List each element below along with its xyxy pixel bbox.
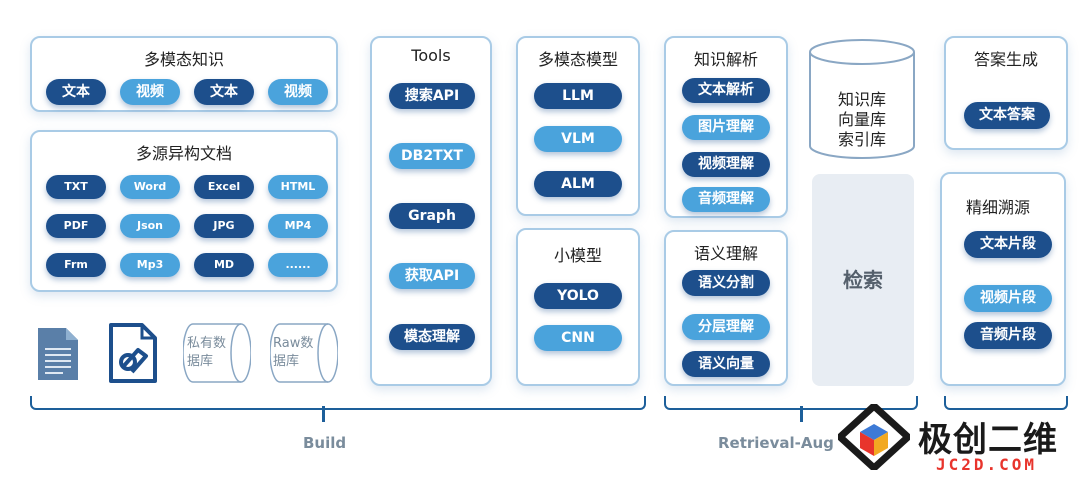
jc2d-logo-icon xyxy=(838,404,910,470)
panel-title: 精细溯源 xyxy=(966,198,1031,217)
modal-understanding-pill: 模态理解 xyxy=(389,324,475,350)
document-icon xyxy=(38,328,78,380)
text-fragment-pill: 文本片段 xyxy=(964,231,1052,258)
build-brace xyxy=(30,396,646,410)
panel-title: 答案生成 xyxy=(973,50,1038,69)
search-api-pill: 搜索API xyxy=(389,83,475,109)
panel-title: 语义理解 xyxy=(693,244,758,263)
retrieval-box: 检索 xyxy=(812,174,914,386)
vlm-pill: VLM xyxy=(534,126,622,152)
cnn-pill: CNN xyxy=(534,325,622,351)
doc-type-pill: MP4 xyxy=(268,214,328,238)
retrieval-brace xyxy=(664,396,918,410)
doc-type-pill: Word xyxy=(120,175,180,199)
doc-type-pill: Frm xyxy=(46,253,106,277)
panel-title: 多模态模型 xyxy=(537,50,618,69)
fetch-api-pill: 获取API xyxy=(389,263,475,289)
vector-store-label: 向量库 xyxy=(837,110,886,129)
semantic-understanding-panel: 语义理解 语义分割 分层理解 语义向量 xyxy=(664,230,788,386)
semantic-vector-pill: 语义向量 xyxy=(682,351,770,377)
panel-title: 多模态知识 xyxy=(143,50,224,69)
retrieval-brace-tip xyxy=(800,406,803,422)
audio-fragment-pill: 音频片段 xyxy=(964,322,1052,349)
raw-database-cylinder: Raw数据库 xyxy=(270,322,338,384)
watermark-url: JC2D.COM xyxy=(936,455,1038,474)
knowledge-base-label: 知识库 xyxy=(837,90,886,109)
raw-database-label: Raw数据库 xyxy=(273,336,314,369)
knowledge-store-cylinder: 知识库 向量库 索引库 xyxy=(808,38,916,162)
retrieval-stage-label: Retrieval-Aug xyxy=(718,434,834,452)
build-brace-tip xyxy=(322,406,325,422)
panel-title: 多源异构文档 xyxy=(135,144,232,163)
text-answer-pill: 文本答案 xyxy=(964,102,1050,129)
alm-pill: ALM xyxy=(534,171,622,197)
retrieval-label: 检索 xyxy=(843,268,883,292)
multimodal-models-panel: 多模态模型 LLM VLM ALM xyxy=(516,36,640,216)
private-database-cylinder: 私有数据库 xyxy=(183,322,251,384)
knowledge-parsing-panel: 知识解析 文本解析 图片理解 视频理解 音频理解 xyxy=(664,36,788,218)
build-stage-label: Build xyxy=(303,434,347,452)
generation-brace xyxy=(944,396,1068,410)
panel-title: 知识解析 xyxy=(693,50,758,69)
doc-type-pill: HTML xyxy=(268,175,328,199)
fine-tracing-panel: 精细溯源 文本片段 视频片段 音频片段 xyxy=(940,172,1066,386)
doc-type-pill: Mp3 xyxy=(120,253,180,277)
private-database-label: 私有数据库 xyxy=(187,336,227,369)
design-file-icon xyxy=(109,323,157,383)
doc-type-pill: ...... xyxy=(268,253,328,277)
heterogeneous-docs-panel: 多源异构文档 TXT Word Excel HTML PDF Json JPG … xyxy=(30,130,338,292)
doc-type-pill: TXT xyxy=(46,175,106,199)
text-pill: 文本 xyxy=(46,79,106,105)
graph-pill: Graph xyxy=(389,203,475,229)
semantic-segmentation-pill: 语义分割 xyxy=(682,270,770,296)
multimodal-knowledge-panel: 多模态知识 文本 视频 文本 视频 xyxy=(30,36,338,112)
image-understanding-pill: 图片理解 xyxy=(682,115,770,140)
audio-understanding-pill: 音频理解 xyxy=(682,187,770,212)
yolo-pill: YOLO xyxy=(534,283,622,309)
doc-type-pill: MD xyxy=(194,253,254,277)
tools-panel: Tools 搜索API DB2TXT Graph 获取API 模态理解 xyxy=(370,36,492,386)
llm-pill: LLM xyxy=(534,83,622,109)
doc-type-pill: JPG xyxy=(194,214,254,238)
index-store-label: 索引库 xyxy=(837,130,886,149)
doc-type-pill: Excel xyxy=(194,175,254,199)
small-models-panel: 小模型 YOLO CNN xyxy=(516,228,640,386)
text-parsing-pill: 文本解析 xyxy=(682,78,770,103)
video-pill: 视频 xyxy=(268,79,328,105)
answer-generation-panel: 答案生成 文本答案 xyxy=(944,36,1068,150)
video-understanding-pill: 视频理解 xyxy=(682,152,770,177)
hierarchical-understanding-pill: 分层理解 xyxy=(682,314,770,340)
watermark-name: 极创二维 xyxy=(918,420,1058,460)
text-pill: 文本 xyxy=(194,79,254,105)
doc-type-pill: Json xyxy=(120,214,180,238)
video-pill: 视频 xyxy=(120,79,180,105)
panel-title: Tools xyxy=(411,46,451,65)
doc-type-pill: PDF xyxy=(46,214,106,238)
video-fragment-pill: 视频片段 xyxy=(964,285,1052,312)
panel-title: 小模型 xyxy=(553,246,602,265)
db2txt-pill: DB2TXT xyxy=(389,143,475,169)
